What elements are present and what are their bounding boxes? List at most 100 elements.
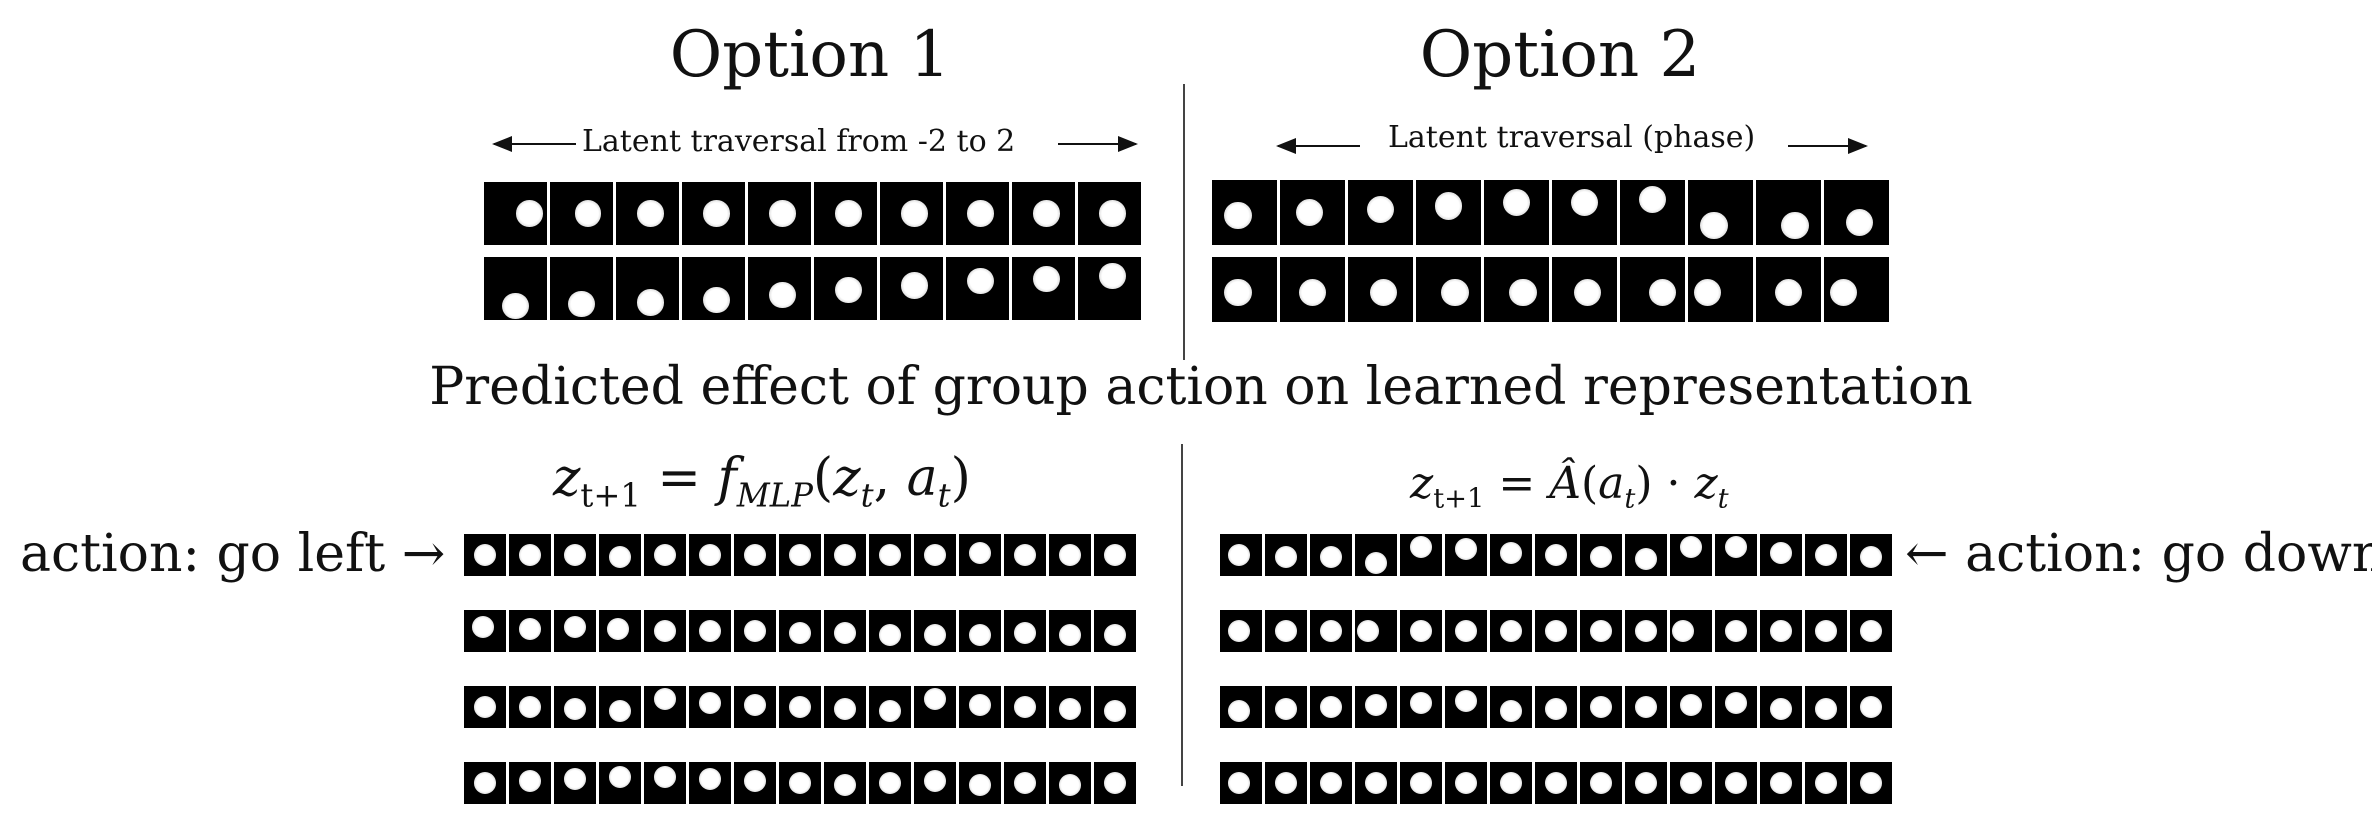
ball-dot [1770,698,1792,720]
ball-dot [1455,620,1477,642]
ball-frame [1535,534,1577,576]
ball-frame [1265,534,1307,576]
left-arrow-icon [1276,138,1360,154]
ball-frame [1535,610,1577,652]
ball-dot [1500,700,1522,723]
ball-dot [1815,698,1837,720]
ball-frame [1490,534,1532,576]
ball-frame [1416,257,1481,322]
ball-frame [1715,762,1757,804]
ball-frame [1484,257,1549,322]
ball-frame [554,534,596,576]
option2-traversal-label: Latent traversal (phase) [1388,120,1756,155]
left-action-text: action: go left [20,524,386,584]
ball-dot [1104,544,1126,566]
ball-dot [1815,620,1837,642]
ball-frame [1715,686,1757,728]
ball-dot [1275,546,1297,568]
ball-frame [1670,762,1712,804]
ball-dot [1410,772,1432,794]
ball-dot [789,696,811,718]
ball-frame [682,182,745,245]
ball-dot [1320,696,1342,718]
ball-frame [1280,257,1345,322]
ball-dot [1635,620,1657,642]
ball-frame [554,610,596,652]
ball-dot [1059,774,1081,796]
ball-frame [464,686,506,728]
ball-dot [1671,620,1694,642]
ball-dot [699,691,721,714]
ball-frame [1400,610,1442,652]
image-strip [464,686,1136,728]
ball-dot [1275,698,1297,720]
ball-frame [914,686,956,728]
bottom-right-panel [1220,534,1892,804]
ball-frame [1212,180,1277,245]
ball-dot [1014,544,1036,566]
ball-dot [924,544,946,566]
ball-dot [1770,620,1792,642]
ball-dot [654,620,676,642]
ball-frame [869,610,911,652]
ball-frame [509,762,551,804]
ball-dot [769,281,796,309]
ball-dot [1320,772,1342,794]
ball-frame [748,182,811,245]
ball-frame [1355,686,1397,728]
ball-frame [1220,534,1262,576]
ball-dot [1441,279,1469,307]
ball-frame [814,257,877,320]
ball-frame [1490,686,1532,728]
ball-frame [1490,610,1532,652]
ball-dot [879,772,901,794]
ball-frame [682,257,745,320]
image-strip [1212,257,1889,322]
ball-frame [1580,686,1622,728]
ball-frame [1625,686,1667,728]
ball-dot [1815,544,1837,566]
ball-dot [1014,772,1036,794]
ball-dot [564,615,586,638]
ball-frame [1445,762,1487,804]
ball-frame [616,257,679,320]
ball-dot [474,544,496,566]
ball-dot [1410,691,1432,714]
ball-frame [689,762,731,804]
ball-frame [1670,686,1712,728]
ball-frame [734,534,776,576]
ball-dot [901,272,928,299]
ball-dot [564,698,586,720]
ball-frame [1620,257,1685,322]
ball-dot [1635,548,1657,571]
ball-frame [1580,762,1622,804]
ball-frame [1265,762,1307,804]
ball-dot [1648,279,1676,307]
ball-dot [789,622,811,644]
ball-frame [914,610,956,652]
ball-frame [1760,610,1802,652]
ball-dot [1545,698,1567,720]
ball-frame [1049,762,1091,804]
ball-frame [689,686,731,728]
ball-dot [879,624,901,647]
ball-dot [609,700,631,723]
ball-frame [1850,534,1892,576]
ball-dot [769,200,796,227]
ball-dot [834,774,856,796]
top-right-panel [1212,180,1889,322]
ball-frame [616,182,679,245]
ball-dot [654,544,676,566]
ball-frame [644,534,686,576]
ball-dot [1227,700,1250,723]
ball-dot [1033,200,1060,227]
ball-dot [1059,544,1081,566]
ball-frame [914,534,956,576]
option1-traversal-label: Latent traversal from -2 to 2 [582,124,1016,159]
ball-frame [1760,762,1802,804]
ball-dot [1860,546,1882,568]
top-left-panel [484,182,1141,320]
ball-frame [464,610,506,652]
ball-dot [969,693,991,716]
left-equation: zt+1 = fMLP(zt, at) [553,448,971,515]
